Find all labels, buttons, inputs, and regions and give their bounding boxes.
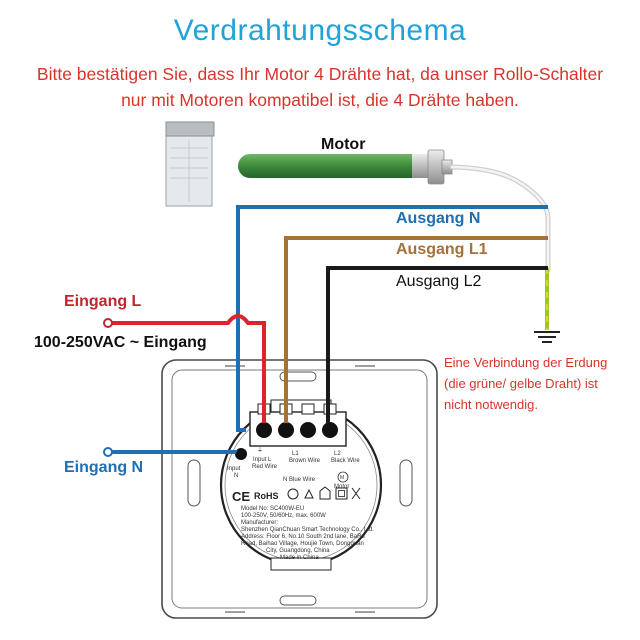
eingang-l-terminal-dot [103,318,113,328]
terminal-input-l-label-2: Red Wire [252,464,278,470]
terminal-input-n-label-2: N [234,473,238,479]
voltage-label: 100-250VAC ~ Eingang [34,334,207,351]
wire-ausgang-l1 [284,236,548,425]
ausgang-n-label: Ausgang N [396,210,481,227]
motor-label: Motor [321,136,366,153]
motor-symbol-icon [337,471,349,483]
weee-bin-icon [351,487,361,500]
earth-note-line-3: nicht notwendig. [444,397,538,412]
product-line-3: Shenzhen QianChuan Smart Technology Co.,… [241,527,374,533]
terminal-l2-wire: Black Wire [331,458,360,464]
recycle-icon [287,488,299,500]
subtitle-line-2: nur mit Motoren kompatibel ist, die 4 Dr… [121,90,519,110]
switch-back-plate [161,359,438,619]
certification-marks: CE RoHS [232,486,361,504]
terminal-l2-label: L2 [334,451,341,457]
wire-eingang-n [110,450,243,454]
house-icon [319,486,331,500]
terminal-motor-label: Motor [334,484,349,490]
class-ii-icon [335,487,348,500]
terminal-input-n-label-1: Input [227,466,241,472]
product-info: Model No: SC400W-EU 100-250V, 50/60Hz, m… [241,506,374,561]
eingang-n-label: Eingang N [64,459,144,476]
ground-symbol-icon [534,331,560,343]
wire-ausgang-n [236,205,548,432]
terminal-l1-label: L1 [292,451,299,457]
earth-note-line-1: Eine Verbindung der Erdung [444,355,608,370]
terminal-l1-wire: Brown Wire [289,458,321,464]
roller-blind-icon [165,121,215,207]
page-title: Verdrahtungsschema [173,14,467,47]
ausgang-l1-label: Ausgang L1 [396,241,488,258]
ausgang-l2-label: Ausgang L2 [396,273,482,290]
product-line-0: Model No: SC400W-EU [241,506,304,512]
terminal-input-l-label-1: Input L [253,457,272,463]
terminal-input-l-symbol: ⏚ [257,447,263,454]
eingang-n-terminal-dot [103,447,113,457]
subtitle-line-1: Bitte bestätigen Sie, dass Ihr Motor 4 D… [36,64,604,84]
rohs-mark: RoHS [254,491,279,501]
product-line-2: Manufacturer: [241,520,278,526]
svg-text:M: M [340,475,344,481]
earth-note-line-2: (die grüne/ gelbe Draht) ist [444,376,598,391]
terminal-n-blue-label: N Blue Wire [283,477,316,483]
product-line-5: Road, Baihao Village, Houjie Town, Dongg… [241,541,364,547]
ce-mark: CE [232,489,250,504]
earth-note: Eine Verbindung der Erdung (die grüne/ g… [444,352,640,415]
product-line-1: 100-250V, 50/60Hz, max. 600W [241,513,326,519]
terminal-labels: ⏚ Input L Red Wire L1 Brown Wire L2 Blac… [227,447,360,490]
product-line-6: City, Guangdong, China [266,548,330,554]
product-line-4: Address: Floor 6, No.10 South 2nd lane, … [241,534,365,540]
product-line-7: Made in China [280,555,319,561]
wire-ausgang-l2 [326,266,548,425]
eingang-l-label: Eingang L [64,293,142,310]
motor-illustration [238,149,453,185]
recycling-triangle-icon [304,488,314,499]
wire-eingang-l [110,314,266,425]
